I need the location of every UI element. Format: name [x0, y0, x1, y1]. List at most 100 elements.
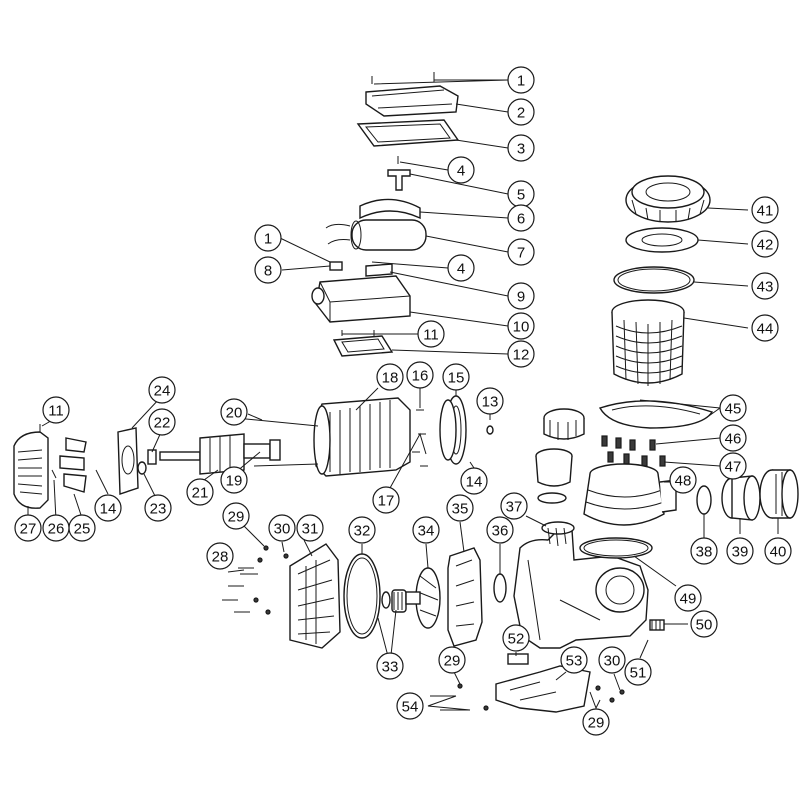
callout-number: 54: [402, 699, 419, 716]
foot-spacer: [507, 653, 529, 665]
strainer-housing: [583, 463, 677, 526]
callout-number: 41: [757, 203, 774, 220]
callout-15: 15: [442, 363, 470, 391]
callout-circle: [268, 514, 296, 542]
callout-number: 24: [154, 383, 171, 400]
callout-circle: [507, 312, 535, 340]
callout-41: 41: [751, 196, 779, 224]
callout-number: 2: [517, 105, 525, 122]
callout-circle: [460, 467, 488, 495]
callout-14b: 14: [94, 494, 122, 522]
callout-circle: [42, 514, 70, 542]
callout-number: 18: [382, 370, 399, 387]
callout-circle: [376, 363, 404, 391]
callout-number: 42: [757, 237, 774, 254]
callout-1a: 1: [507, 66, 535, 94]
callout-number: 22: [154, 415, 171, 432]
callout-number: 40: [770, 544, 787, 561]
callout-29c: 29: [582, 708, 610, 736]
callout-34: 34: [412, 516, 440, 544]
callout-10: 10: [507, 312, 535, 340]
callout-circle: [507, 134, 535, 162]
callout-27: 27: [14, 514, 42, 542]
callout-number: 9: [517, 289, 525, 306]
callout-number: 19: [226, 473, 243, 490]
callout-circle: [507, 204, 535, 232]
callout-number: 45: [725, 401, 742, 418]
callout-number: 14: [100, 501, 117, 518]
diffuser: [447, 547, 483, 647]
callout-circle: [206, 542, 234, 570]
union-tail: [721, 475, 761, 521]
callout-circle: [582, 708, 610, 736]
callout-number: 16: [412, 368, 429, 385]
callout-13: 13: [476, 387, 504, 415]
callout-circle: [222, 502, 250, 530]
callout-circle: [254, 224, 282, 252]
callout-37: 37: [500, 492, 528, 520]
callout-number: 50: [696, 617, 713, 634]
bearing-ring: [137, 461, 147, 475]
callout-19: 19: [220, 466, 248, 494]
callout-30b: 30: [598, 646, 626, 674]
callout-number: 32: [354, 523, 371, 540]
impeller: [405, 567, 441, 629]
callout-24: 24: [148, 376, 176, 404]
bolt-set: [601, 435, 666, 467]
callout-circle: [669, 466, 697, 494]
callout-number: 15: [448, 370, 465, 387]
motor-body: [313, 397, 411, 477]
callout-9: 9: [507, 282, 535, 310]
callout-3: 3: [507, 134, 535, 162]
callout-16: 16: [406, 361, 434, 389]
callout-circle: [417, 320, 445, 348]
callout-circle: [690, 537, 718, 565]
callout-number: 10: [513, 319, 530, 336]
callout-circle: [751, 314, 779, 342]
callout-40: 40: [764, 537, 792, 565]
cooling-fan: [59, 437, 87, 493]
terminal-block: [365, 263, 393, 277]
callout-circle: [412, 516, 440, 544]
callout-circle: [719, 394, 747, 422]
mechanical-seal: [381, 589, 407, 613]
callout-number: 12: [513, 347, 530, 364]
callout-circle: [446, 494, 474, 522]
callout-circle: [442, 363, 470, 391]
callout-number: 53: [566, 653, 583, 670]
tie-rod-bottom: [253, 463, 319, 467]
callout-7: 7: [507, 238, 535, 266]
callout-8: 8: [254, 256, 282, 284]
callout-28: 28: [206, 542, 234, 570]
callout-30a: 30: [268, 514, 296, 542]
callout-number: 23: [150, 501, 167, 518]
callout-number: 6: [517, 211, 525, 228]
pump-bracket: [598, 400, 714, 429]
callout-circle: [42, 396, 70, 424]
diffuser-housing: [289, 543, 341, 649]
parts-artwork: [13, 72, 799, 713]
callout-number: 4: [457, 163, 465, 180]
inlet-sleeve: [535, 408, 585, 504]
callout-circle: [751, 230, 779, 258]
callout-number: 52: [508, 631, 525, 648]
callout-2: 2: [507, 98, 535, 126]
callout-circle: [560, 646, 588, 674]
callout-number: 4: [457, 261, 465, 278]
callout-number: 8: [264, 263, 272, 280]
callout-45: 45: [719, 394, 747, 422]
callout-number: 29: [588, 715, 605, 732]
callout-number: 47: [725, 459, 742, 476]
callout-39: 39: [726, 537, 754, 565]
callout-47: 47: [719, 452, 747, 480]
callout-number: 35: [452, 501, 469, 518]
callout-number: 17: [378, 493, 395, 510]
callout-4a: 4: [447, 156, 475, 184]
screw-set-left: [222, 545, 289, 615]
callout-46: 46: [719, 424, 747, 452]
callout-number: 37: [506, 499, 523, 516]
callout-50: 50: [690, 610, 718, 638]
callout-circle: [144, 494, 172, 522]
fan-cover: [13, 431, 49, 509]
